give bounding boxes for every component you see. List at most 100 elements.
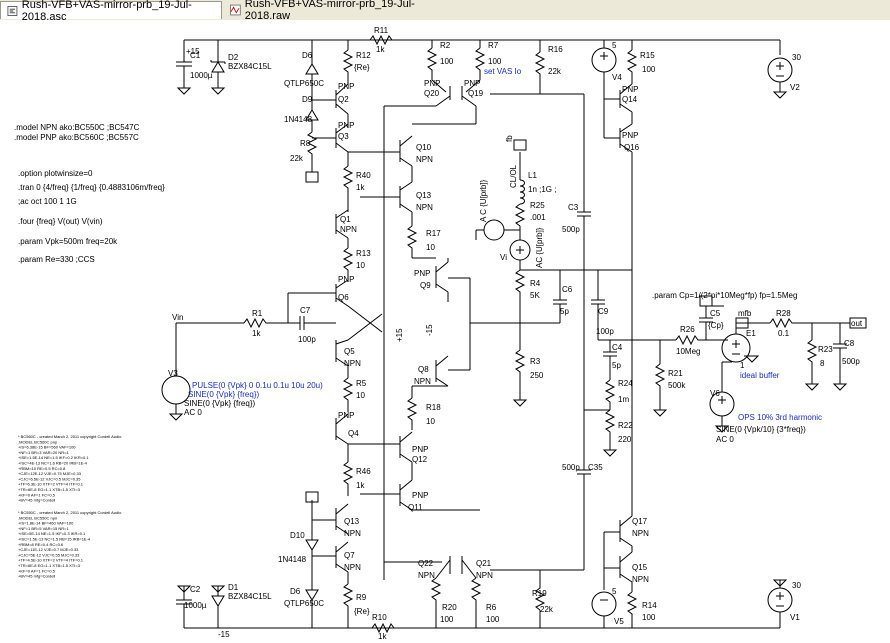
model-text-line: +CJC=5E-12 VJC=0.55 MJC=0.33	[18, 552, 80, 557]
q7-type: NPN	[344, 563, 361, 572]
d1-value: BZX84C15L	[228, 592, 272, 601]
r8-value: 22k	[290, 154, 304, 163]
v2-value: 30	[792, 53, 801, 62]
q1-label: Q1	[340, 215, 351, 224]
c4-label: C4	[612, 343, 623, 352]
model-text-line: .MODEL BC550C npn	[18, 515, 57, 520]
model-text-line: +RBM=10 RE=0.5 RC=0.8	[18, 466, 66, 471]
e1-label: E1	[746, 329, 756, 338]
q4-label: Q4	[348, 429, 359, 438]
c2-value: 1000µ	[184, 601, 207, 610]
model-text-line: +TF=6.3E-10 XTF=2 VTF=4 ITF=0.1	[18, 482, 84, 487]
directive-four: .four {freq} V(out) V(vin)	[18, 217, 103, 226]
d1-zener	[210, 585, 226, 628]
q7-label: Q7	[344, 551, 355, 560]
r10-value: 1k	[378, 632, 387, 641]
r23-label: R23	[818, 345, 833, 354]
directive-options: .option plotwinsize=0	[18, 169, 93, 178]
q14-type: PNP	[622, 85, 638, 94]
r25-value: .001	[530, 213, 546, 222]
net-mfb: mfb	[738, 309, 752, 318]
v5-label: V5	[614, 617, 624, 626]
q3-type: PNP	[338, 121, 354, 130]
c2-label: C2	[190, 585, 201, 594]
tab-bar: Rush-VFB+VAS-mirror-prb_19-Jul-2018.asc …	[0, 0, 890, 23]
net-minus15-mid: -15	[425, 324, 434, 336]
r19-label: R19	[532, 589, 547, 598]
r10-resistor	[371, 622, 395, 634]
schematic-canvas[interactable]: +15 C1 1000µ D2 BZX84C15L C2 1000µ D1 BZ…	[0, 20, 890, 643]
r3-label: R3	[530, 357, 541, 366]
r20-label: R20	[442, 603, 457, 612]
r15-value: 100	[642, 65, 656, 74]
v4-value: 5	[612, 41, 617, 50]
r17-label: R17	[426, 229, 441, 238]
net-vin: Vin	[172, 313, 183, 322]
center-stack	[360, 40, 546, 628]
q21-label: Q21	[476, 559, 492, 568]
r3-value: 250	[530, 371, 544, 380]
r14-value: 100	[642, 613, 656, 622]
q11-type: PNP	[412, 491, 428, 500]
r5-value: 10	[356, 391, 365, 400]
directive-tran: .tran 0 {4/freq} {1/freq} {0.4883106m/fr…	[18, 183, 165, 192]
q13b-type: NPN	[344, 529, 361, 538]
c1-value: 1000µ	[190, 71, 213, 80]
c8-value: 500p	[842, 357, 860, 366]
r1-label: R1	[252, 309, 263, 318]
c6-label: C6	[562, 285, 573, 294]
r17-value: 10	[426, 243, 435, 252]
schematic-drawing: +15 C1 1000µ D2 BZX84C15L C2 1000µ D1 BZ…	[14, 26, 867, 641]
set-vas-note: set VAS Io	[484, 67, 522, 76]
r13-value: 10	[356, 261, 365, 270]
v6-title: OPS 10% 3rd harmonic	[738, 413, 822, 422]
q19-label: Q19	[468, 89, 484, 98]
r23-value: 8	[820, 359, 825, 368]
q20-label: Q20	[424, 89, 440, 98]
l1-label: L1	[528, 171, 537, 180]
directive-param-vpk: .param Vpk=500m freq=20k	[18, 237, 118, 246]
c6-value: 5p	[560, 307, 569, 316]
v3-sine-blue: SINE(0 {Vpk} {freq})	[188, 390, 259, 399]
v4-label: V4	[612, 73, 622, 82]
r18-label: R18	[426, 403, 441, 412]
model-text-line: +TR=6E-8 EG=1.1 XTB=1.5 XTI=3	[18, 563, 81, 568]
r26-label: R26	[680, 325, 695, 334]
r2-value: 100	[440, 57, 454, 66]
q20-type: PNP	[424, 79, 440, 88]
param-cp: .param Cp=1/(2*pi*10Meg*fp) fp=1.5Meg	[652, 291, 797, 300]
r16-label: R16	[548, 45, 563, 54]
r46-label: R46	[356, 467, 371, 476]
c3-label: C3	[568, 203, 579, 212]
d10-label: D10	[290, 531, 305, 540]
model-text-line: +NF=1 BR=3 VAR=20 NR=1	[18, 450, 70, 455]
model-text-line: +RBM=8 RE=0.4 RC=0.6	[18, 542, 64, 547]
c5-label: C5	[710, 309, 721, 318]
r22-label: R22	[618, 421, 633, 430]
r25-label: R25	[530, 201, 545, 210]
net-out: out	[851, 319, 863, 328]
q17-label: Q17	[632, 517, 648, 526]
net-minus15: -15	[218, 630, 230, 639]
model-text-line: +TF=4.5E-10 XTF=2 VTF=4 ITF=0.1	[18, 558, 84, 563]
r21-label: R21	[668, 369, 683, 378]
v1-label: V1	[790, 613, 800, 622]
c2-capacitor	[176, 585, 192, 628]
left-top-stack	[305, 40, 400, 200]
tab-waveform[interactable]: Rush-VFB+VAS-mirror-prb_19-Jul-2018.raw	[224, 0, 444, 22]
tab-schematic[interactable]: Rush-VFB+VAS-mirror-prb_19-Jul-2018.asc	[0, 0, 222, 23]
v2-source	[767, 57, 793, 99]
r40-value: 1k	[356, 183, 365, 192]
r16-value: 22k	[548, 67, 562, 76]
r14-label: R14	[642, 601, 657, 610]
v6-sine: SINE(0 {Vpk/10} {3*freq})	[716, 425, 806, 434]
directive-param-re: .param Re=330 ;CCS	[18, 255, 95, 264]
q15-label: Q15	[632, 563, 648, 572]
r26-value: 10Meg	[676, 347, 700, 356]
c9-label: C9	[598, 307, 609, 316]
q9-label: Q9	[420, 281, 431, 290]
q12-label: Q12	[412, 455, 428, 464]
model-text-block: * BC560C - created March 2, 2011 copyrig…	[18, 434, 122, 579]
r24-value: 1m	[618, 395, 629, 404]
model-text-line: +CJE=11E-12 VJE=0.7 MJE=0.33	[18, 547, 79, 552]
